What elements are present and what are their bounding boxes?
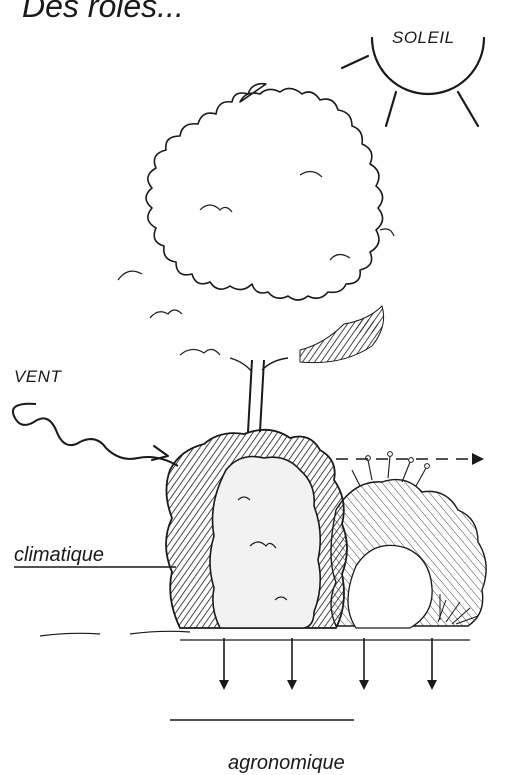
- wind-arrow: [13, 404, 178, 466]
- role-climatique-label: climatique: [14, 544, 104, 567]
- sun-ray: [342, 56, 368, 68]
- page-title: Des rôles...: [22, 0, 184, 22]
- sun-ray: [458, 92, 478, 126]
- sun-label: SOLEIL: [392, 28, 455, 48]
- sun-icon: [342, 38, 484, 126]
- tree-canopy: [118, 84, 394, 432]
- hedge-shrubs: [40, 430, 486, 640]
- wind-label: VENT: [14, 367, 61, 387]
- sun-ray: [386, 92, 396, 126]
- root-arrows: [219, 638, 437, 690]
- hedge-light-bush: [210, 457, 320, 629]
- ground-line: [40, 631, 470, 640]
- role-agronomique-label: agronomique: [228, 752, 345, 775]
